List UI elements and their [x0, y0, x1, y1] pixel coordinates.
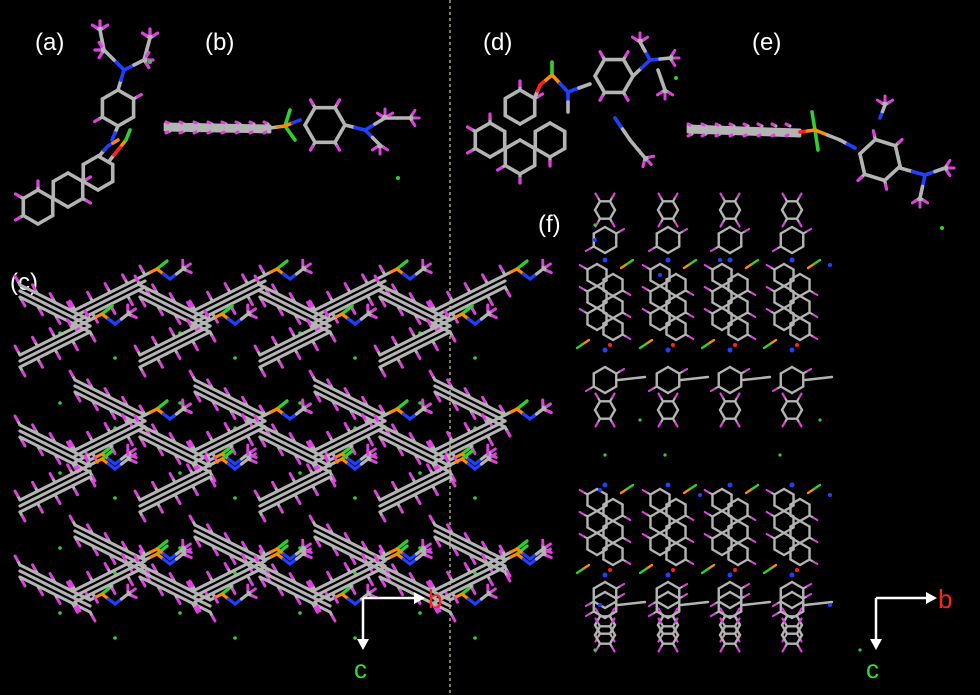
axis-indicator-left: b c	[354, 584, 442, 684]
panel-label-e: (e)	[752, 29, 781, 56]
axis-indicator-right: b c	[866, 584, 952, 684]
axis-c-label-left: c	[354, 654, 367, 684]
panel-label-a: (a)	[35, 29, 64, 56]
molecule-e	[686, 94, 956, 230]
axis-b-label-left: b	[428, 584, 442, 614]
panel-label-d: (d)	[483, 29, 512, 56]
axis-c-label-right: c	[866, 654, 879, 684]
molecule-a	[13, 19, 160, 226]
packing-f	[575, 192, 862, 653]
molecule-d	[465, 31, 681, 185]
molecule-b	[163, 98, 421, 180]
panel-label-f: (f)	[538, 211, 561, 238]
panel-label-b: (b)	[205, 29, 234, 56]
packing-c	[13, 258, 553, 640]
axis-b-label-right: b	[938, 584, 952, 614]
